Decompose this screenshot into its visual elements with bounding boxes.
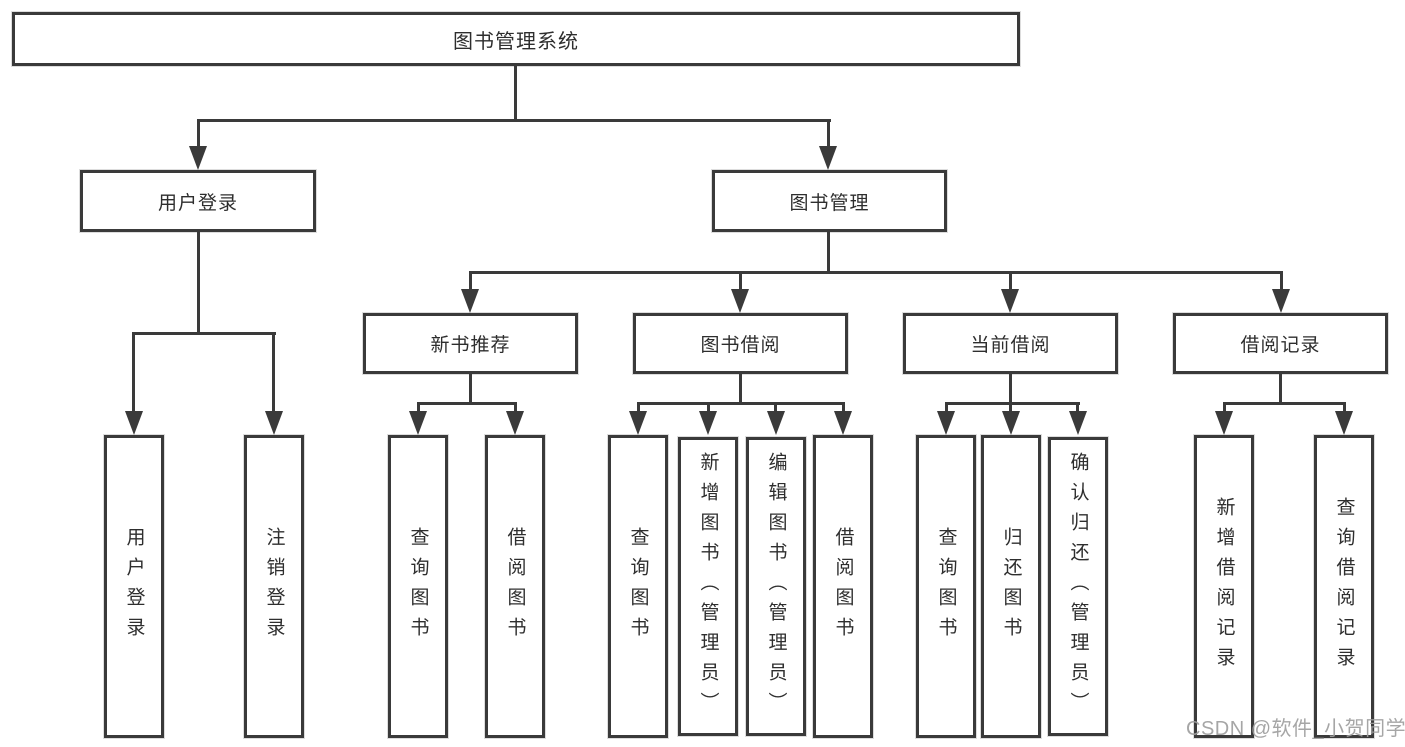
arrow-down-icon xyxy=(1001,289,1019,313)
connector-cb-stem xyxy=(1009,374,1012,405)
leaf-br-add-record-label: 新增借阅记录 xyxy=(1213,496,1235,677)
connector-root-drop-right xyxy=(827,119,830,149)
leaf-user-login-label: 用户登录 xyxy=(123,526,145,647)
connector-book-mgmt-drop-2 xyxy=(739,271,742,291)
connector-user-login-drop-1 xyxy=(132,332,135,414)
arrow-down-icon xyxy=(767,411,785,435)
leaf-cb-query-book-label: 查询图书 xyxy=(935,526,957,647)
connector-book-mgmt-drop-1 xyxy=(469,271,472,291)
connector-book-mgmt-bus xyxy=(469,271,1283,274)
leaf-bb-query-book-label: 查询图书 xyxy=(627,526,649,647)
connector-bb-drop-1 xyxy=(637,402,640,414)
node-user-login: 用户登录 xyxy=(80,170,316,232)
arrow-down-icon xyxy=(125,411,143,435)
leaf-br-query-record-label: 查询借阅记录 xyxy=(1333,496,1355,677)
csdn-watermark: CSDN @软件_小贺同学 xyxy=(1186,718,1405,740)
arrow-down-icon xyxy=(937,411,955,435)
arrow-down-icon xyxy=(506,411,524,435)
leaf-br-add-record: 新增借阅记录 xyxy=(1194,435,1254,738)
node-current-borrow: 当前借阅 xyxy=(903,313,1118,374)
node-book-borrow: 图书借阅 xyxy=(633,313,848,374)
arrow-down-icon xyxy=(731,289,749,313)
arrow-down-icon xyxy=(461,289,479,313)
leaf-cb-query-book: 查询图书 xyxy=(916,435,976,738)
connector-br-drop-2 xyxy=(1343,402,1346,414)
arrow-down-icon xyxy=(1215,411,1233,435)
connector-nb-stem xyxy=(469,374,472,405)
connector-user-login-bus xyxy=(133,332,276,335)
node-root: 图书管理系统 xyxy=(12,12,1020,66)
connector-br-bus xyxy=(1223,402,1346,405)
leaf-user-login: 用户登录 xyxy=(104,435,164,738)
connector-bb-bus xyxy=(637,402,845,405)
leaf-bb-add-book: 新增图书（管理员） xyxy=(678,437,738,736)
connector-br-drop-1 xyxy=(1223,402,1226,414)
leaf-bb-borrow-book: 借阅图书 xyxy=(813,435,873,738)
node-new-book-recommend: 新书推荐 xyxy=(363,313,578,374)
leaf-nb-borrow-book-label: 借阅图书 xyxy=(504,526,526,647)
connector-bb-drop-2 xyxy=(707,402,710,414)
arrow-down-icon xyxy=(265,411,283,435)
connector-cb-drop-3 xyxy=(1076,402,1079,414)
connector-root-stem xyxy=(514,65,517,122)
leaf-cb-return-book: 归还图书 xyxy=(981,435,1041,738)
node-root-label: 图书管理系统 xyxy=(453,30,579,53)
connector-cb-bus xyxy=(945,402,1080,405)
connector-user-login-stem xyxy=(197,232,200,335)
connector-bb-drop-3 xyxy=(774,402,777,414)
connector-bb-drop-4 xyxy=(842,402,845,414)
connector-br-stem xyxy=(1279,374,1282,405)
leaf-cb-return-book-label: 归还图书 xyxy=(1000,526,1022,647)
connector-nb-bus xyxy=(417,402,517,405)
node-user-login-label: 用户登录 xyxy=(157,192,238,214)
node-book-management: 图书管理 xyxy=(712,170,947,232)
arrow-down-icon xyxy=(189,146,207,170)
leaf-bb-add-book-label: 新增图书（管理员） xyxy=(697,451,719,722)
arrow-down-icon xyxy=(629,411,647,435)
leaf-br-query-record: 查询借阅记录 xyxy=(1314,435,1374,738)
leaf-nb-borrow-book: 借阅图书 xyxy=(485,435,545,738)
leaf-logout-label: 注销登录 xyxy=(263,526,285,647)
arrow-down-icon xyxy=(1002,411,1020,435)
leaf-bb-query-book: 查询图书 xyxy=(608,435,668,738)
arrow-down-icon xyxy=(409,411,427,435)
node-borrow-records-label: 借阅记录 xyxy=(1240,335,1321,356)
leaf-bb-edit-book: 编辑图书（管理员） xyxy=(746,437,806,736)
leaf-bb-edit-book-label: 编辑图书（管理员） xyxy=(765,451,787,722)
arrow-down-icon xyxy=(834,411,852,435)
connector-book-mgmt-stem xyxy=(827,232,830,274)
node-book-management-label: 图书管理 xyxy=(789,192,870,214)
node-book-borrow-label: 图书借阅 xyxy=(700,335,781,356)
node-new-book-recommend-label: 新书推荐 xyxy=(430,335,511,356)
arrow-down-icon xyxy=(1335,411,1353,435)
arrow-down-icon xyxy=(699,411,717,435)
connector-root-bus xyxy=(197,119,831,122)
connector-nb-drop-2 xyxy=(514,402,517,414)
arrow-down-icon xyxy=(1272,289,1290,313)
connector-user-login-drop-2 xyxy=(272,332,275,414)
connector-cb-drop-2 xyxy=(1009,402,1012,414)
leaf-bb-borrow-book-label: 借阅图书 xyxy=(832,526,854,647)
connector-book-mgmt-drop-4 xyxy=(1280,271,1283,291)
arrow-down-icon xyxy=(819,146,837,170)
leaf-cb-confirm-return: 确认归还（管理员） xyxy=(1048,437,1108,736)
connector-root-drop-left xyxy=(197,119,200,149)
node-borrow-records: 借阅记录 xyxy=(1173,313,1388,374)
arrow-down-icon xyxy=(1069,411,1087,435)
connector-cb-drop-1 xyxy=(945,402,948,414)
node-current-borrow-label: 当前借阅 xyxy=(970,335,1051,356)
leaf-logout: 注销登录 xyxy=(244,435,304,738)
connector-nb-drop-1 xyxy=(417,402,420,414)
connector-book-mgmt-drop-3 xyxy=(1009,271,1012,291)
leaf-cb-confirm-return-label: 确认归还（管理员） xyxy=(1067,451,1089,722)
leaf-nb-query-book: 查询图书 xyxy=(388,435,448,738)
leaf-nb-query-book-label: 查询图书 xyxy=(407,526,429,647)
connector-bb-stem xyxy=(739,374,742,405)
